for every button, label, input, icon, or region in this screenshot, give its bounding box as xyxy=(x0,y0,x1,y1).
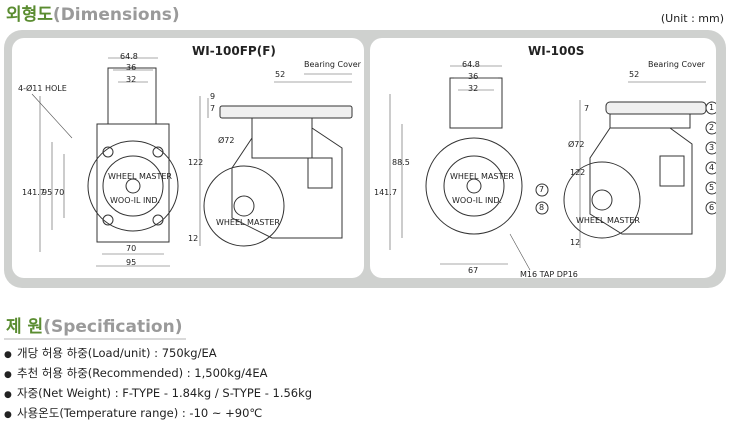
dimensions-title-en: (Dimensions) xyxy=(52,5,180,25)
spec-title-ko: 제 원 xyxy=(6,317,44,337)
wheel-front xyxy=(87,140,179,232)
drawing-card-s: WI-100S 64.8 3 xyxy=(370,38,716,279)
spec-item: ●자중(Net Weight) : F-TYPE - 1.84kg / S-TY… xyxy=(4,386,313,400)
mount-plate xyxy=(96,123,170,243)
caster-drawing-s xyxy=(389,65,716,271)
unit-note: (Unit : mm) xyxy=(660,12,724,25)
dimensions-panel: WI-100FP(F) xyxy=(4,30,726,288)
model-name: WI-100S xyxy=(528,44,585,58)
wheel-front xyxy=(425,137,523,235)
spec-title: 제 원(Specification) xyxy=(3,312,187,340)
wheel-side xyxy=(563,161,641,239)
spec-list: ●개당 허용 하중(Load/unit) : 750kg/EA ●추천 허용 하… xyxy=(4,344,312,424)
spec-item: ●사용온도(Temperature range) : -10 ~ +90℃ xyxy=(4,406,263,420)
spec-item: ●추천 허용 하중(Recommended) : 1,500kg/4EA xyxy=(4,366,268,380)
drawing-card-fp: WI-100FP(F) xyxy=(12,38,364,278)
dimensions-title-ko: 외형도 xyxy=(6,5,53,25)
model-name: WI-100FP(F) xyxy=(192,44,276,58)
spec-item: ●개당 허용 하중(Load/unit) : 750kg/EA xyxy=(4,346,217,360)
caster-drawing-fp xyxy=(31,57,353,267)
wheel-side xyxy=(203,165,285,247)
dimensions-title: 외형도(Dimensions) xyxy=(6,0,180,25)
spec-title-en: (Specification) xyxy=(43,317,183,337)
